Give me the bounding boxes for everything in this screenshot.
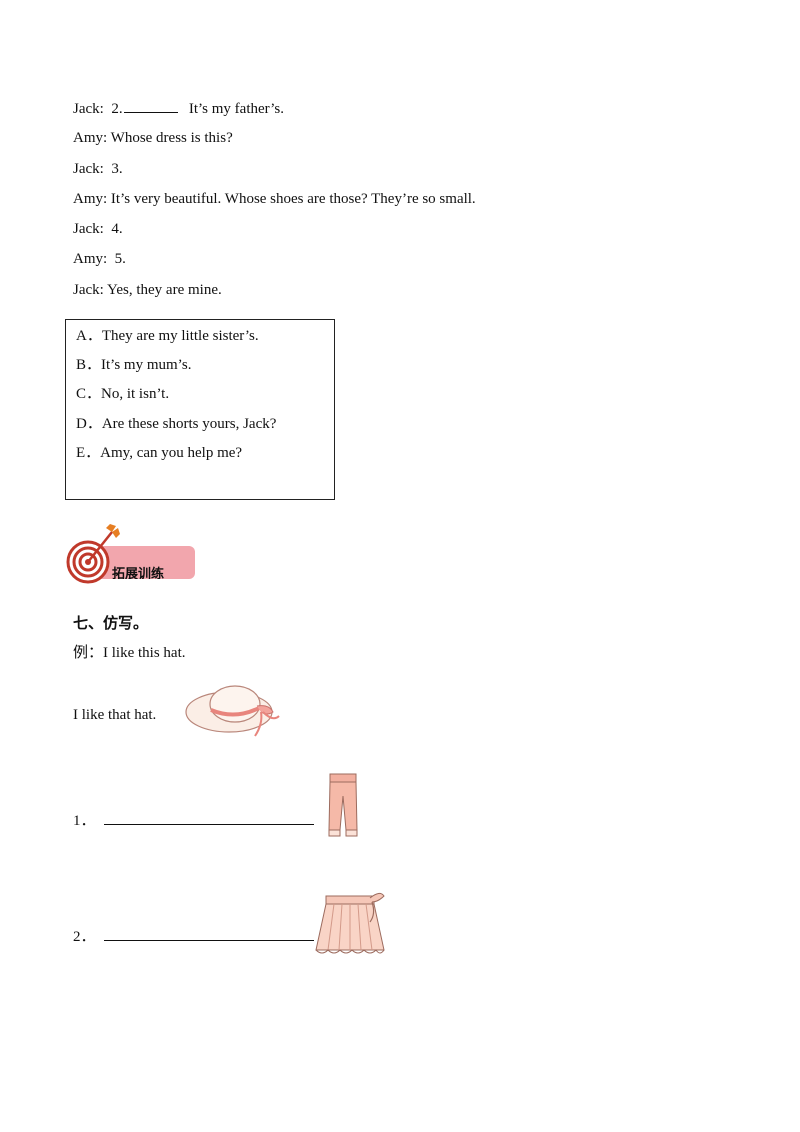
trousers-icon xyxy=(328,773,358,837)
section-title: 七、仿写。 xyxy=(73,614,149,632)
dialogue-line: Jack: 3. xyxy=(73,159,123,179)
exercise-item-1: 1． xyxy=(73,810,314,831)
option-text: Are these shorts yours, Jack? xyxy=(101,416,277,432)
speaker: Jack: xyxy=(73,161,104,177)
speaker: Jack: xyxy=(73,221,104,237)
dialogue-line: Jack: Yes, they are mine. xyxy=(73,280,222,300)
dialogue-line: Amy: It’s very beautiful. Whose shoes ar… xyxy=(73,189,476,209)
line-text: It’s my father’s. xyxy=(188,101,284,117)
section-banner: 拓展训练 xyxy=(66,522,198,584)
exercise-item-2: 2． xyxy=(73,926,314,947)
dialogue-line: Jack: 4. xyxy=(73,219,123,239)
example-line: 例：I like this hat. xyxy=(73,643,186,663)
speaker: Amy: xyxy=(73,191,108,207)
speaker: Amy: xyxy=(73,251,108,267)
sun-hat-icon xyxy=(185,685,280,737)
dialogue-line: Jack: 2. It’s my father’s. xyxy=(73,98,284,119)
option-b: B．It’s my mum’s. xyxy=(76,355,191,375)
skirt-icon xyxy=(315,892,385,954)
line-number: 4. xyxy=(111,221,123,237)
banner-bar xyxy=(96,546,195,579)
option-text: They are my little sister’s. xyxy=(101,328,259,344)
option-a: A．They are my little sister’s. xyxy=(76,326,259,346)
line-text: It’s very beautiful. Whose shoes are tho… xyxy=(110,191,476,207)
item-number: 2． xyxy=(73,929,96,945)
option-letter: C． xyxy=(76,386,102,402)
options-box: A．They are my little sister’s. B．It’s my… xyxy=(65,319,335,500)
dialogue-line: Amy: Whose dress is this? xyxy=(73,128,233,148)
answer-line[interactable] xyxy=(103,926,314,941)
line-text: Whose dress is this? xyxy=(110,130,233,146)
option-letter: D． xyxy=(76,416,102,432)
example-label: 例： xyxy=(73,645,104,661)
option-text: No, it isn’t. xyxy=(101,386,170,402)
option-letter: A． xyxy=(76,328,102,344)
speaker: Jack: xyxy=(73,282,104,298)
dialogue-line: Amy: 5. xyxy=(73,249,126,269)
option-e: E．Amy, can you help me? xyxy=(76,443,242,463)
example-answer: I like that hat. xyxy=(73,707,157,723)
option-c: C．No, it isn’t. xyxy=(76,384,169,404)
answer-blank[interactable] xyxy=(123,98,178,113)
option-letter: B． xyxy=(76,357,102,373)
example-text: I like this hat. xyxy=(103,645,186,661)
speaker: Jack: xyxy=(73,101,104,117)
option-text: It’s my mum’s. xyxy=(101,357,192,373)
option-text: Amy, can you help me? xyxy=(100,445,243,461)
line-number: 3. xyxy=(111,161,123,177)
answer-line[interactable] xyxy=(103,810,314,825)
option-d: D．Are these shorts yours, Jack? xyxy=(76,414,276,434)
speaker: Amy: xyxy=(73,130,108,146)
item-number: 1． xyxy=(73,813,96,829)
line-text: Yes, they are mine. xyxy=(107,282,222,298)
banner-label: 拓展训练 xyxy=(112,567,165,579)
line-number: 2. xyxy=(111,101,123,117)
line-number: 5. xyxy=(114,251,126,267)
target-arrow-icon xyxy=(66,524,120,584)
option-letter: E． xyxy=(76,445,101,461)
